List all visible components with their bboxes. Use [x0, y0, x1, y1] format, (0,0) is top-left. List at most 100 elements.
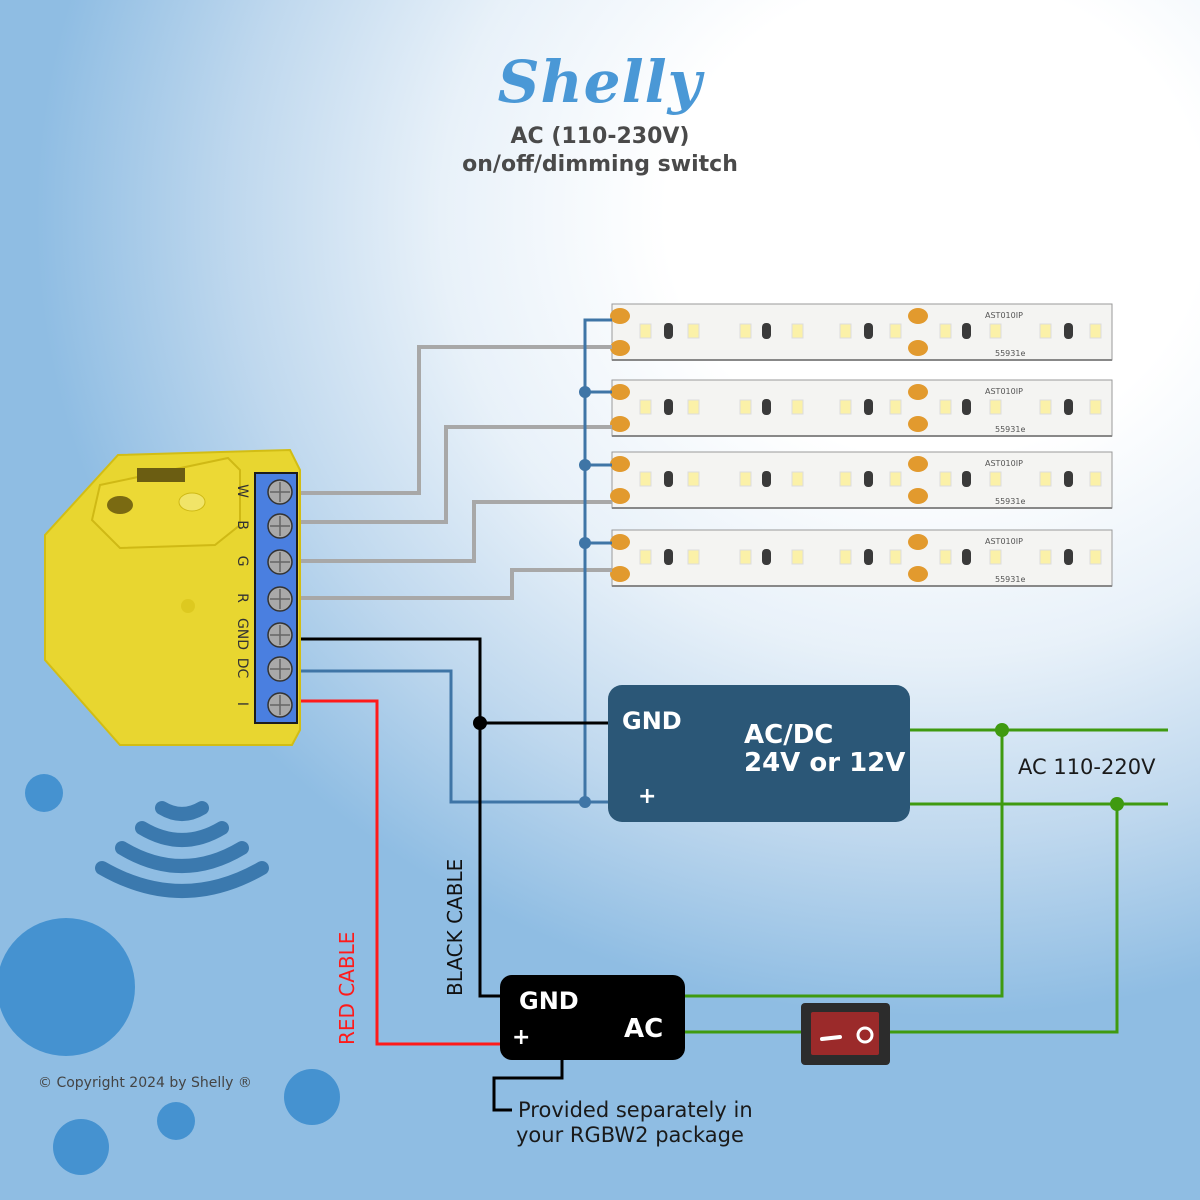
wire-w	[298, 345, 612, 495]
wire-mains-adapter-1	[684, 730, 1004, 998]
resistor	[962, 549, 971, 565]
red-cable-label: RED CABLE	[335, 931, 359, 1045]
resistor	[664, 323, 673, 339]
screw-slot-icon	[270, 695, 290, 715]
solder-pad	[908, 384, 928, 400]
terminal-label-r: R	[234, 593, 250, 603]
led-chip	[939, 323, 952, 339]
decor-circle	[0, 918, 135, 1056]
solder-pad	[908, 488, 928, 504]
adapter-plus-label: +	[512, 1025, 531, 1050]
solder-pad	[610, 534, 630, 550]
solder-pad	[908, 456, 928, 472]
screw-slot-icon	[270, 625, 290, 645]
psu-plus-label: +	[638, 784, 657, 809]
led-chip	[639, 549, 652, 565]
resistor	[762, 471, 771, 487]
resistor	[962, 471, 971, 487]
junction-dot	[579, 537, 591, 549]
led-chip	[889, 399, 902, 415]
screw-slot-icon	[270, 482, 290, 502]
solder-pad	[610, 566, 630, 582]
solder-pad	[908, 416, 928, 432]
strip-marking-bottom: 55931e	[995, 575, 1025, 584]
decor-circle	[53, 1119, 109, 1175]
rocker-switch[interactable]	[801, 1003, 890, 1065]
resistor	[664, 549, 673, 565]
resistor	[864, 323, 873, 339]
solder-pad	[610, 308, 630, 324]
led-chip	[989, 323, 1002, 339]
strip-marking-bottom: 55931e	[995, 349, 1025, 358]
strip-marking-top: AST010IP	[985, 459, 1023, 468]
decor-circle	[157, 1102, 195, 1140]
junction-dot	[473, 716, 487, 730]
resistor	[962, 323, 971, 339]
led-chip	[739, 549, 752, 565]
led-chip	[939, 549, 952, 565]
led-chip	[989, 549, 1002, 565]
screw-slot-icon	[270, 516, 290, 536]
led-chip	[839, 549, 852, 565]
led-chip	[839, 399, 852, 415]
led-chip	[839, 323, 852, 339]
led-chip	[1039, 399, 1052, 415]
strip-marking-top: AST010IP	[985, 387, 1023, 396]
wire-red	[298, 699, 502, 1046]
led-chip	[639, 399, 652, 415]
led-chip	[1039, 323, 1052, 339]
screw-slot-icon	[270, 659, 290, 679]
adapter-box	[500, 975, 685, 1060]
led-chip	[1039, 549, 1052, 565]
led-chip	[889, 471, 902, 487]
resistor	[864, 471, 873, 487]
decor-circle	[25, 774, 63, 812]
solder-pad	[610, 384, 630, 400]
terminal-label-dc: DC	[234, 657, 250, 679]
adapter-note-leader	[492, 1060, 564, 1112]
resistor	[864, 549, 873, 565]
psu-gnd-label: GND	[622, 707, 682, 735]
junction-dot	[579, 386, 591, 398]
resistor	[762, 323, 771, 339]
terminal-label-i: I	[234, 701, 250, 707]
led-chip	[639, 323, 652, 339]
screw-slot-icon	[270, 589, 290, 609]
led-chip	[791, 399, 804, 415]
resistor	[962, 399, 971, 415]
terminal-screws	[267, 479, 293, 718]
led-chip	[889, 323, 902, 339]
wire-dc-bus	[583, 318, 612, 804]
mains-label: AC 110-220V	[1018, 755, 1156, 779]
resistor	[1064, 471, 1073, 487]
decor-circle	[284, 1069, 340, 1125]
led-chip	[791, 471, 804, 487]
terminal-label-g: G	[234, 555, 250, 567]
led-chip	[1089, 399, 1102, 415]
psu-box	[608, 685, 910, 822]
led-strips: AST010IP55931eAST010IP55931eAST010IP5593…	[610, 303, 1113, 587]
led-chip	[889, 549, 902, 565]
wifi-icon	[95, 801, 269, 898]
adapter-gnd-label: GND	[519, 987, 579, 1015]
resistor	[664, 399, 673, 415]
junction-dot	[995, 723, 1009, 737]
solder-pad	[908, 534, 928, 550]
led-chip	[639, 471, 652, 487]
led-chip	[687, 323, 700, 339]
resistor	[864, 399, 873, 415]
led-chip	[791, 323, 804, 339]
diagram-subtitle: on/off/dimming switch	[462, 152, 738, 177]
shelly-device	[44, 448, 301, 746]
psu-title: AC/DC	[744, 720, 834, 750]
resistor	[762, 549, 771, 565]
wire-b	[298, 425, 612, 524]
adapter-note-line1: Provided separately in	[518, 1098, 753, 1122]
solder-pad	[908, 340, 928, 356]
junction-dot	[579, 459, 591, 471]
copyright-text: © Copyright 2024 by Shelly ®	[38, 1075, 252, 1091]
solder-pad	[610, 456, 630, 472]
